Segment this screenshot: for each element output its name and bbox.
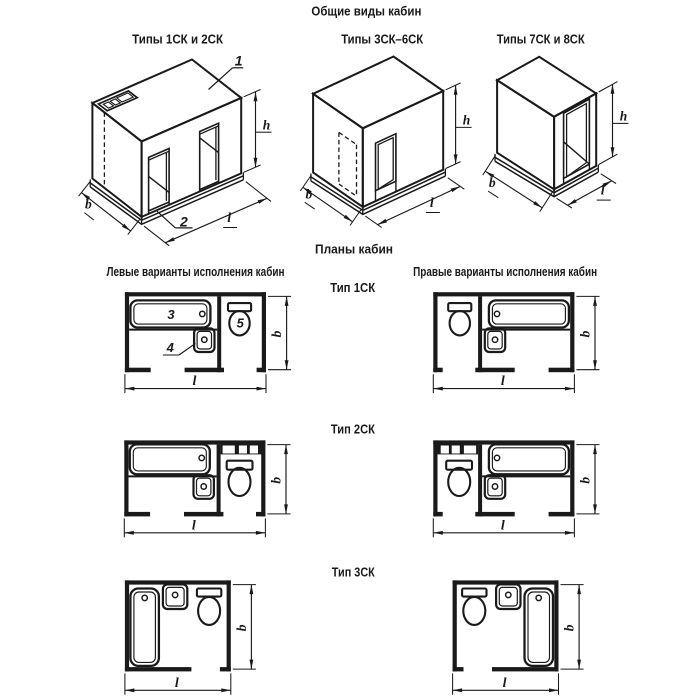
svg-text:b: b	[305, 186, 312, 201]
svg-text:1: 1	[235, 53, 243, 69]
svg-text:b: b	[85, 197, 92, 212]
svg-text:2: 2	[179, 214, 188, 230]
svg-text:l: l	[601, 184, 605, 199]
svg-text:l: l	[227, 211, 231, 226]
svg-text:l: l	[501, 374, 505, 389]
svg-text:h: h	[620, 109, 628, 124]
svg-text:5: 5	[237, 315, 245, 330]
svg-text:b: b	[489, 175, 496, 190]
svg-text:l: l	[503, 676, 507, 691]
svg-text:Общие виды кабин: Общие виды кабин	[311, 5, 421, 19]
svg-text:l: l	[430, 196, 434, 211]
svg-text:Типы 1СК и 2СК: Типы 1СК и 2СК	[132, 33, 223, 47]
svg-text:Планы кабин: Планы кабин	[315, 243, 393, 257]
svg-text:b: b	[269, 477, 284, 484]
svg-text:b: b	[562, 624, 577, 631]
svg-text:b: b	[578, 477, 593, 484]
svg-text:3: 3	[167, 307, 175, 322]
svg-text:h: h	[263, 117, 271, 132]
svg-text:l: l	[193, 374, 197, 389]
svg-text:Левые варианты исполнения каби: Левые варианты исполнения кабин	[107, 265, 285, 279]
svg-text:l: l	[175, 676, 179, 691]
svg-text:h: h	[463, 113, 471, 128]
svg-text:l: l	[192, 518, 196, 533]
svg-text:b: b	[578, 330, 593, 337]
svg-text:Тип 3СК: Тип 3СК	[332, 566, 375, 580]
svg-text:4: 4	[166, 340, 175, 355]
svg-text:b: b	[234, 624, 249, 631]
svg-text:l: l	[501, 518, 505, 533]
svg-text:Тип 1СК: Тип 1СК	[330, 281, 375, 295]
svg-text:Типы 3СК–6СК: Типы 3СК–6СК	[341, 33, 423, 47]
svg-text:Типы 7СК и 8СК: Типы 7СК и 8СК	[497, 33, 585, 47]
svg-text:Правые варианты исполнения каб: Правые варианты исполнения кабин	[413, 265, 597, 279]
svg-text:b: b	[269, 330, 284, 337]
svg-text:Тип 2СК: Тип 2СК	[331, 423, 375, 437]
